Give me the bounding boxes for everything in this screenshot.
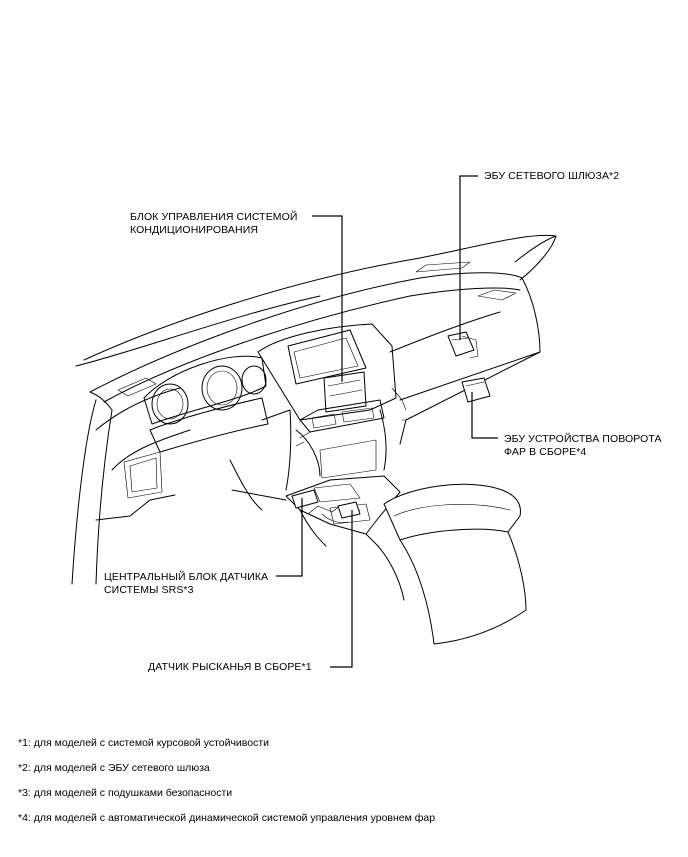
lower-dash bbox=[229, 409, 292, 511]
footnote-1: *1: для моделей с системой курсовой усто… bbox=[18, 737, 270, 749]
srs-sensor-label-line1: ЦЕНТРАЛЬНЫЙ БЛОК ДАТЧИКА bbox=[104, 571, 269, 583]
swivel-ecu-label-line2: ФАР В СБОРЕ*4 bbox=[504, 446, 587, 458]
driver-side bbox=[71, 387, 191, 585]
armrest bbox=[377, 483, 527, 645]
leader-lines bbox=[276, 175, 498, 668]
dashboard-top bbox=[89, 261, 523, 403]
srs-sensor-label-line2: СИСТЕМЫ SRS*3 bbox=[104, 584, 194, 596]
ac-control-label-line2: КОНДИЦИОНИРОВАНИЯ bbox=[130, 224, 259, 236]
center-stack bbox=[257, 323, 397, 479]
footnote-2: *2: для моделей с ЭБУ сетевого шлюза bbox=[18, 762, 210, 774]
instrument-cluster bbox=[143, 355, 269, 453]
gateway-ecu-part bbox=[447, 331, 479, 359]
swivel-ecu-part bbox=[461, 377, 491, 403]
footnote-3: *3: для моделей с подушками безопасности bbox=[18, 787, 233, 799]
passenger-dash bbox=[389, 277, 541, 445]
swivel-ecu-label-line1: ЭБУ УСТРОЙСТВА ПОВОРОТА bbox=[504, 433, 662, 445]
footnote-4: *4: для моделей с автоматической динамич… bbox=[18, 812, 436, 824]
ac-control-label-line1: БЛОК УПРАВЛЕНИЯ СИСТЕМОЙ bbox=[130, 211, 298, 223]
windshield-frame bbox=[75, 234, 557, 367]
gateway-ecu-label: ЭБУ СЕТЕВОГО ШЛЮЗА*2 bbox=[484, 170, 620, 182]
floor-sensors bbox=[291, 489, 361, 523]
yaw-sensor-label: ДАТЧИК РЫСКАНЬЯ В СБОРЕ*1 bbox=[148, 661, 312, 673]
